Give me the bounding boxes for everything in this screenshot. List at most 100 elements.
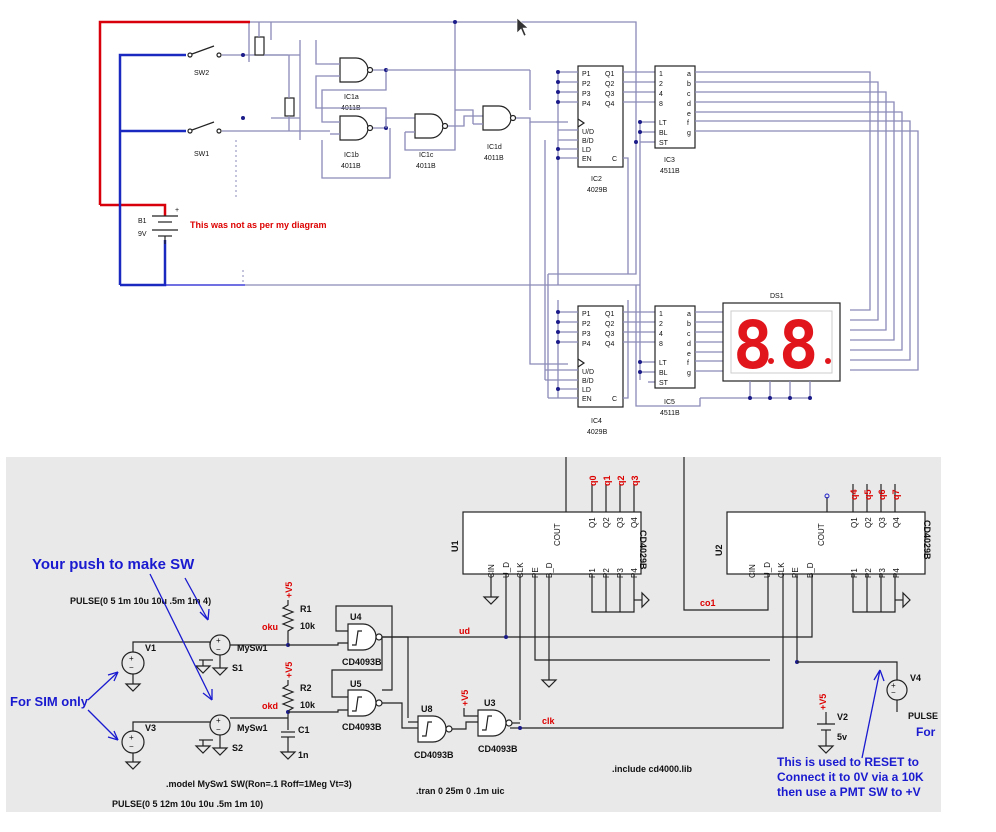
svg-text:P2: P2 (602, 568, 611, 578)
svg-text:BL: BL (659, 370, 668, 377)
svg-text:−: − (216, 645, 221, 654)
ic4-label: IC4 (591, 418, 602, 425)
svg-text:4: 4 (659, 91, 663, 98)
pulse-bottom: PULSE(0 5 12m 10u 10u .5m 1m 10) (112, 799, 263, 809)
svg-text:P3: P3 (616, 568, 625, 578)
ic1d-part: 4011B (484, 155, 504, 162)
svg-text:+: + (216, 716, 221, 725)
c1-label: C1 (298, 725, 310, 735)
ic1b-label: IC1b (344, 152, 359, 159)
gate-ic1c: IC1c 4011B (405, 113, 449, 170)
switch-sw2: SW2 (187, 45, 288, 77)
sw1-label: SW1 (194, 151, 209, 158)
u1-q2: q2 (616, 475, 626, 486)
svg-text:1: 1 (659, 71, 663, 78)
r1-value: 10k (300, 621, 316, 631)
svg-text:Q2: Q2 (602, 517, 611, 528)
u1-q0: q0 (588, 475, 598, 486)
svg-text:Q1: Q1 (588, 517, 597, 528)
b1-voltage: 9V (138, 231, 147, 238)
svg-text:d: d (687, 341, 691, 348)
svg-text:LT: LT (659, 360, 667, 367)
svg-text:Q3: Q3 (878, 517, 887, 528)
svg-text:8: 8 (659, 341, 663, 348)
u4-part: CD4093B (342, 657, 382, 667)
svg-text:EN: EN (582, 156, 592, 163)
ic5-label: IC5 (664, 399, 675, 406)
svg-text:B_D: B_D (806, 562, 815, 578)
svg-text:P4: P4 (630, 568, 639, 578)
svg-text:c: c (687, 91, 691, 98)
v1-label: V1 (145, 643, 156, 653)
svg-text:P2: P2 (864, 568, 873, 578)
svg-text:Q4: Q4 (605, 341, 614, 348)
svg-text:Q3: Q3 (605, 91, 614, 98)
include-directive: .include cd4000.lib (612, 764, 693, 774)
svg-text:PE: PE (531, 567, 540, 578)
gate-u4: U4 CD4093B (288, 605, 393, 691)
top-schematic: + B1 9V SW2 SW1 (98, 17, 919, 436)
chip-u2: U2 CD4029B COUT Q1 Q2 Q3 Q4 CIN U_D CLK … (506, 484, 932, 729)
svg-text:Q4: Q4 (630, 517, 639, 528)
net-clk: clk (542, 716, 556, 726)
svg-text:+V5: +V5 (818, 694, 828, 710)
svg-text:Q2: Q2 (605, 81, 614, 88)
svg-text:P3: P3 (582, 331, 591, 338)
svg-text:a: a (687, 71, 691, 78)
model-directive: .model MySw1 SW(Ron=.1 Roff=1Meg Vt=3) (166, 779, 352, 789)
ic2-pin-wires (556, 70, 655, 285)
source-v3: + − V3 PULSE(0 5 12m 10u 10u .5m 1m 10) (112, 721, 263, 809)
ic2-label: IC2 (591, 176, 602, 183)
svg-text:+V5: +V5 (460, 690, 470, 706)
v3-label: V3 (145, 723, 156, 733)
pulse-top: PULSE(0 5 1m 10u 10u .5m 1m 4) (70, 596, 211, 606)
chip-u1: U1 CD4029B COUT Q1 Q2 Q3 Q4 CIN U_D CLK … (450, 475, 770, 720)
svg-text:P2: P2 (582, 81, 591, 88)
ic4-pin-wires (544, 140, 655, 399)
svg-text:Q4: Q4 (892, 517, 901, 528)
svg-text:C: C (612, 396, 617, 403)
svg-text:2: 2 (659, 81, 663, 88)
gate-ic1b: IC1b 4011B (330, 115, 374, 170)
c1-value: 1n (298, 750, 309, 760)
ic1d-label: IC1d (487, 144, 502, 151)
svg-text:LD: LD (582, 387, 591, 394)
v2-value: 5v (837, 732, 847, 742)
svg-text:P1: P1 (588, 568, 597, 578)
svg-text:8: 8 (659, 101, 663, 108)
b1-label: B1 (138, 218, 147, 225)
decoder-ic5: 1 2 4 8 LT BL ST a b c d e f g IC5 4511B (654, 305, 696, 417)
svg-text:COUT: COUT (817, 523, 826, 546)
svg-text:P1: P1 (850, 568, 859, 578)
gate-u5: U5 CD4093B (288, 636, 418, 732)
ic1c-part: 4011B (416, 163, 436, 170)
svg-text:+: + (891, 681, 896, 690)
ic3-output-wires (695, 71, 919, 371)
u2-q5: q5 (863, 489, 873, 500)
r2-value: 10k (300, 700, 316, 710)
svg-text:+: + (129, 733, 134, 742)
ic1b-part: 4011B (341, 163, 361, 170)
switch-s1: + − MySw1 S1 (194, 634, 288, 676)
note-reset-3: then use a PMT SW to +V (777, 785, 921, 799)
display-ds1: DS1 88 (700, 293, 841, 400)
svg-text:LD: LD (582, 147, 591, 154)
u3-label: U3 (484, 698, 496, 708)
capacitor-c1: C1 1n (279, 725, 310, 760)
u5-label: U5 (350, 679, 362, 689)
svg-text:P2: P2 (582, 321, 591, 328)
svg-text:B_D: B_D (545, 562, 554, 578)
note-push-sw: Your push to make SW (32, 556, 195, 573)
svg-text:U/D: U/D (582, 129, 594, 136)
svg-text:Q3: Q3 (605, 331, 614, 338)
sw2-label: SW2 (194, 70, 209, 77)
svg-text:d: d (687, 101, 691, 108)
note-for-cut: For (916, 725, 936, 739)
svg-text:P4: P4 (582, 341, 591, 348)
source-v1: + − V1 PULSE(0 5 1m 10u 10u .5m 1m 4) (70, 596, 211, 692)
svg-text:g: g (687, 130, 691, 137)
svg-text:+V5: +V5 (284, 662, 294, 678)
svg-text:U_D: U_D (763, 562, 772, 578)
annotation-not-as-per-diagram: This was not as per my diagram (190, 220, 327, 230)
svg-text:e: e (687, 111, 691, 118)
